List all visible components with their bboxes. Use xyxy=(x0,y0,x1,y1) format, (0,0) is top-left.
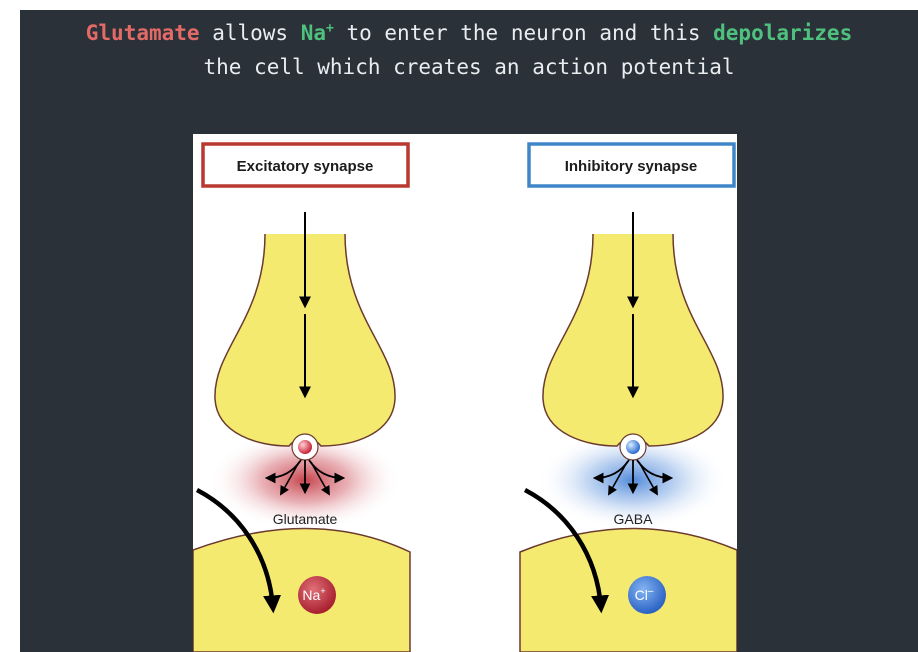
sodium-ion-charge: + xyxy=(320,586,325,596)
excitatory-panel: Glutamate Na+ Excitatory synapse xyxy=(193,144,410,652)
caption-text-b: to enter the neuron and this xyxy=(334,21,713,45)
inhibitory-panel: GABA Cl– Inhibitory synapse xyxy=(520,144,737,652)
inhibitory-title: Inhibitory synapse xyxy=(565,158,698,175)
caption-na-charge: + xyxy=(326,21,334,36)
inhibitory-vesicle-core xyxy=(626,440,640,454)
inhibitory-postsynaptic-cell xyxy=(520,528,737,652)
slide: Glutamate allows Na+ to enter the neuron… xyxy=(20,10,918,652)
caption-glutamate: Glutamate xyxy=(86,21,200,45)
chloride-ion-charge: – xyxy=(648,586,654,597)
gaba-label: GABA xyxy=(614,511,654,527)
sodium-ion-symbol: Na xyxy=(302,587,320,603)
synapse-figure: Glutamate Na+ Excitatory synapse xyxy=(193,134,737,652)
excitatory-title: Excitatory synapse xyxy=(237,158,374,175)
caption-line-1: Glutamate allows Na+ to enter the neuron… xyxy=(20,16,918,50)
caption: Glutamate allows Na+ to enter the neuron… xyxy=(20,16,918,84)
caption-line-2: the cell which creates an action potenti… xyxy=(20,50,918,84)
caption-text-a: allows xyxy=(200,21,301,45)
caption-na: Na+ xyxy=(301,21,334,45)
caption-depolarizes: depolarizes xyxy=(713,21,852,45)
chloride-ion-symbol: Cl xyxy=(635,587,648,603)
synapse-diagram: Glutamate Na+ Excitatory synapse xyxy=(193,134,737,652)
glutamate-label: Glutamate xyxy=(273,511,338,527)
caption-na-symbol: Na xyxy=(301,21,326,45)
excitatory-vesicle-core xyxy=(298,440,312,454)
